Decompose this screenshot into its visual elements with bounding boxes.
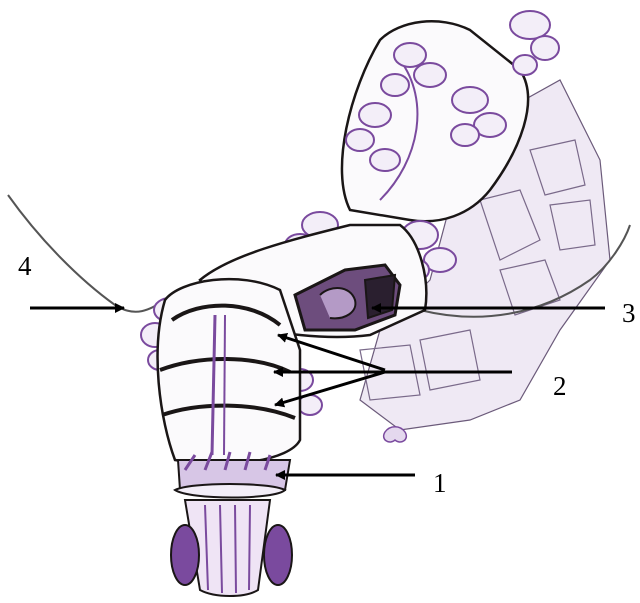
label-1: 1 [433,468,447,498]
lymph-node [384,427,407,442]
label-2: 2 [553,371,567,401]
label-4: 4 [18,251,32,281]
anal-canal [171,452,292,596]
label-3: 3 [622,298,636,328]
peritoneum-line [8,195,165,312]
